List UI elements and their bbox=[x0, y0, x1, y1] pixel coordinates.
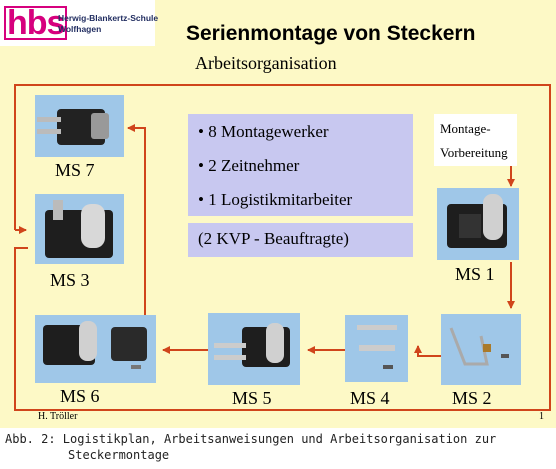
label-ms2: MS 2 bbox=[452, 388, 492, 408]
logo-school-town: Wolfhagen bbox=[58, 24, 102, 34]
author: H. Tröller bbox=[38, 411, 78, 422]
label-ms5: MS 5 bbox=[232, 388, 272, 408]
figure-caption-line-1: Abb. 2: Logistikplan, Arbeitsanweisungen… bbox=[5, 432, 497, 446]
photo-ms7 bbox=[35, 95, 124, 157]
logo-school-name: Herwig-Blankertz-Schule bbox=[58, 13, 159, 23]
label-ms1: MS 1 bbox=[455, 264, 495, 284]
logo-mark-text: hbs bbox=[4, 6, 68, 40]
photo-ms5 bbox=[208, 313, 300, 385]
preparation-line-1: Montage- bbox=[440, 121, 491, 136]
arrow-ms6-to-ms7 bbox=[127, 124, 146, 315]
arrow-ms2-to-ms4 bbox=[414, 345, 441, 357]
slide: hbs Herwig-Blankertz-Schule Wolfhagen Se… bbox=[0, 0, 556, 428]
preparation-line-2: Vorbereitung bbox=[440, 145, 508, 160]
slide-subtitle: Arbeitsorganisation bbox=[195, 53, 337, 73]
photo-ms6 bbox=[35, 315, 156, 383]
label-ms4: MS 4 bbox=[350, 388, 390, 408]
staff-item-logistics: • 1 Logistikmitarbeiter bbox=[198, 190, 353, 209]
label-ms3: MS 3 bbox=[50, 270, 90, 290]
page-number: 1 bbox=[539, 411, 544, 422]
photo-ms4 bbox=[345, 315, 408, 382]
slide-title: Serienmontage von Steckern bbox=[186, 22, 476, 45]
school-logo: hbs Herwig-Blankertz-Schule Wolfhagen bbox=[0, 0, 159, 46]
photo-ms2 bbox=[441, 314, 521, 385]
kvp-box: (2 KVP - Beauftragte) bbox=[188, 223, 413, 257]
photo-ms3 bbox=[35, 194, 124, 264]
preparation-box: Montage- Vorbereitung bbox=[434, 114, 517, 166]
photo-ms1 bbox=[437, 188, 519, 260]
staff-item-timekeepers: • 2 Zeitnehmer bbox=[198, 156, 300, 175]
arrow-outer-loop bbox=[14, 84, 551, 411]
label-ms6: MS 6 bbox=[60, 386, 100, 406]
label-ms7: MS 7 bbox=[55, 160, 95, 180]
logo-mark: hbs bbox=[4, 4, 68, 42]
kvp-text: (2 KVP - Beauftragte) bbox=[198, 229, 349, 248]
figure-caption-line-2: Steckermontage bbox=[68, 448, 170, 462]
staff-box: • 8 Montagewerker • 2 Zeitnehmer • 1 Log… bbox=[188, 114, 413, 216]
staff-item-assemblers: • 8 Montagewerker bbox=[198, 122, 329, 141]
flow-arrows bbox=[14, 84, 551, 411]
